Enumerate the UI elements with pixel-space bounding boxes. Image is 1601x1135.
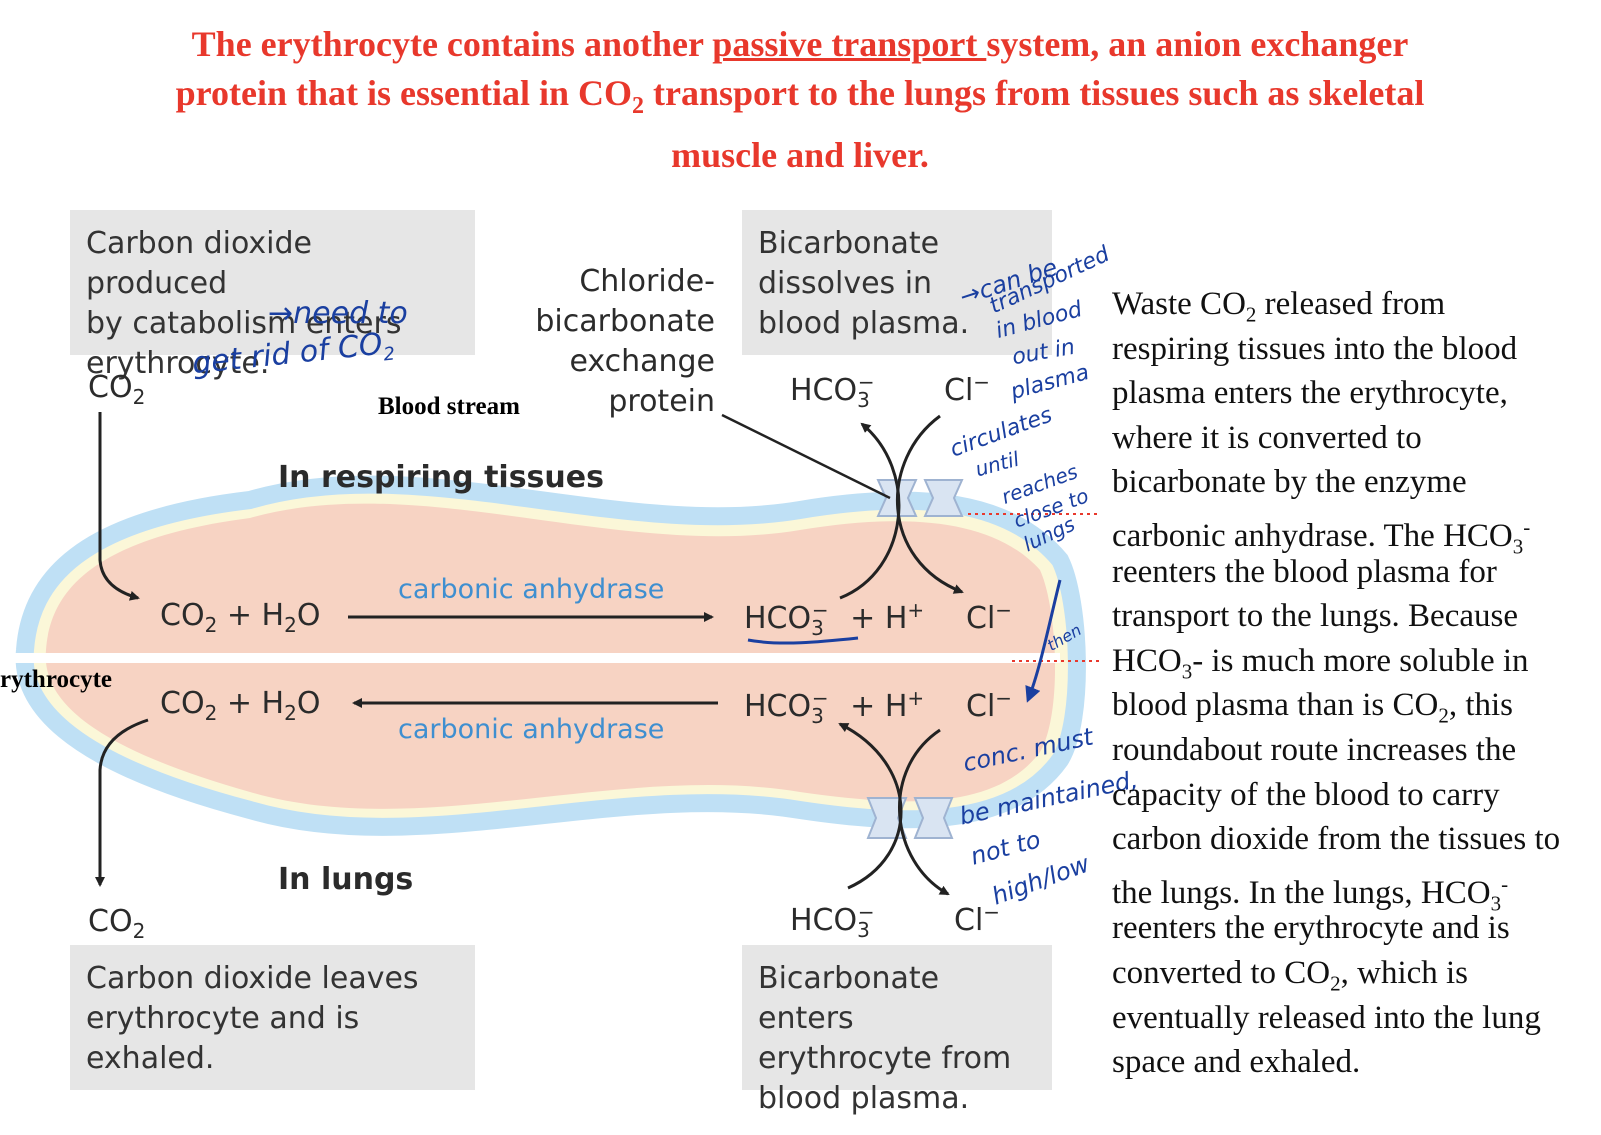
para-line: space and exhaled. (1112, 1044, 1361, 1081)
co2-exit-arrow (95, 718, 149, 887)
para-line: carbon dioxide from the tissues to (1112, 821, 1561, 858)
hco3-h-top: HCO3− + H+ (744, 598, 925, 640)
annotation-arrow (1025, 579, 1062, 703)
cl-out-arrow (898, 728, 950, 896)
exchanger-protein-top (876, 479, 964, 517)
lungs-label: In lungs (278, 862, 414, 897)
co2-top-left: CO2 (88, 370, 146, 409)
para-line: plasma enters the erythrocyte, (1112, 375, 1508, 412)
annotation-underline (747, 636, 859, 645)
para-line: where it is converted to (1112, 419, 1422, 456)
para-line: capacity of the blood to carry (1112, 776, 1500, 813)
slide-title: The erythrocyte contains another passive… (175, 24, 1425, 176)
para-line: converted to CO2, which is (1112, 954, 1469, 996)
divider-line (0, 653, 1060, 663)
hco3-h-bottom: HCO3− + H+ (744, 686, 925, 728)
enzyme-label-top: carbonic anhydrase (398, 574, 665, 605)
co2-entry-arrow (98, 412, 140, 601)
blood-stream-label: Blood stream (378, 393, 520, 420)
explanation-paragraph: Waste CO2 released from respiring tissue… (1112, 282, 1592, 1085)
cl-inside-bottom: Cl− (966, 686, 1013, 724)
para-line: reenters the blood plasma for (1112, 553, 1497, 590)
hco3-plasma-top: HCO3− (790, 370, 875, 412)
enzyme-label-bottom: carbonic anhydrase (398, 714, 665, 745)
cl-plasma-bottom: Cl− (954, 900, 1001, 938)
para-line: transport to the lungs. Because (1112, 598, 1518, 635)
co2-bottom-left: CO2 (88, 904, 146, 943)
para-line: bicarbonate by the enzyme (1112, 464, 1467, 501)
para-line: eventually released into the lung (1112, 999, 1541, 1036)
para-line: carbonic anhydrase. The HCO3- (1112, 514, 1531, 559)
para-line: respiring tissues into the blood (1112, 330, 1518, 367)
cl-inside-top: Cl− (966, 598, 1013, 636)
hco3-plasma-bottom: HCO3− (790, 900, 875, 942)
para-line: reenters the erythrocyte and is (1112, 910, 1510, 947)
erythrocyte-label: rythrocyte (0, 666, 112, 693)
respiring-tissues-label: In respiring tissues (278, 460, 604, 495)
cl-in-arrow (895, 414, 964, 594)
exchanger-protein-bottom (866, 797, 954, 839)
co2-h2o-bottom: CO2 + H2O (160, 686, 321, 725)
exchanger-pointer-line (721, 413, 891, 500)
para-line: roundabout route increases the (1112, 731, 1517, 768)
para-line: blood plasma than is CO2, this (1112, 687, 1513, 728)
para-line: HCO3- is much more soluble in (1112, 642, 1529, 684)
note-need-to: →need to (268, 296, 408, 331)
para-line: Waste CO2 released from (1112, 286, 1446, 327)
cl-plasma-top: Cl− (944, 370, 991, 408)
para-line: the lungs. In the lungs, HCO3- (1112, 871, 1509, 916)
co2-h2o-top: CO2 + H2O (160, 598, 321, 637)
